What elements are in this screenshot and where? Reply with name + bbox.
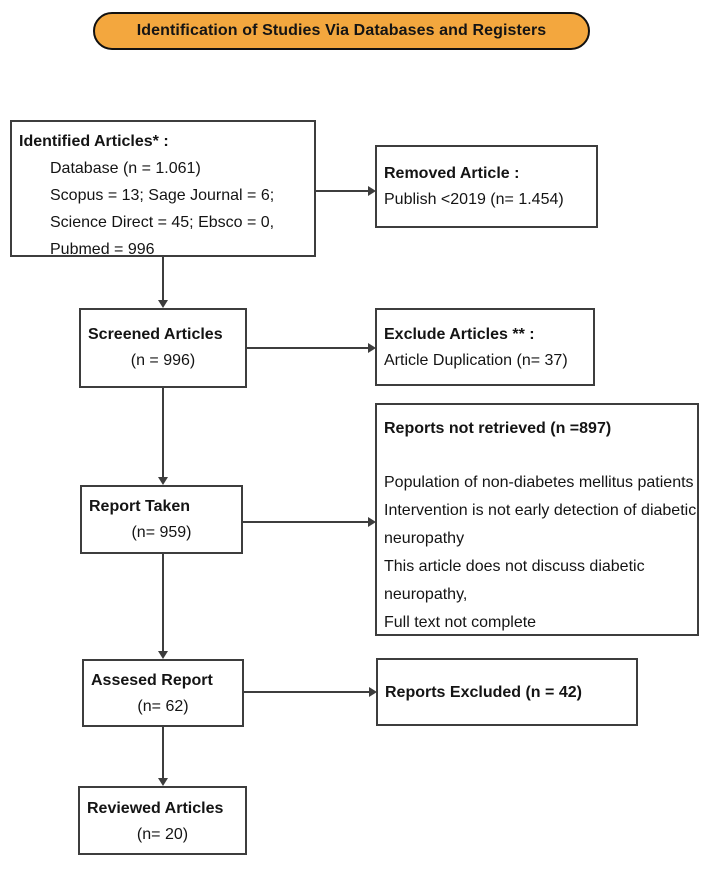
arrow-down-icon [158, 651, 168, 659]
arrow-down-icon [158, 778, 168, 786]
reports-excluded-heading: Reports Excluded (n = 42) [385, 684, 582, 701]
identified-heading: Identified Articles* : [19, 133, 169, 150]
diagram-title-banner: Identification of Studies Via Databases … [93, 12, 590, 50]
box-screened-articles: Screened Articles (n = 996) [79, 308, 247, 388]
box-reports-not-retrieved: Reports not retrieved (n =897) Populatio… [375, 403, 699, 636]
arrow-right-icon [368, 517, 376, 527]
box-reports-excluded: Reports Excluded (n = 42) [376, 658, 638, 726]
reviewed-heading: Reviewed Articles [87, 800, 224, 817]
identified-line-database: Database (n = 1.061) [50, 160, 201, 177]
box-exclude-articles: Exclude Articles ** : Article Duplicatio… [375, 308, 595, 386]
identified-line-scopus-sage: Scopus = 13; Sage Journal = 6; [50, 187, 275, 204]
arrow-report-taken-to-assesed-line [162, 554, 164, 652]
arrow-identified-to-screened-line [162, 257, 164, 301]
exclude-line: Article Duplication (n= 37) [384, 352, 568, 369]
not-retrieved-reason-fulltext: Full text not complete [384, 614, 537, 631]
arrow-down-icon [158, 300, 168, 308]
arrow-assesed-to-reviewed-line [162, 727, 164, 779]
arrow-right-icon [368, 343, 376, 353]
not-retrieved-heading: Reports not retrieved (n =897) [384, 420, 612, 437]
not-retrieved-reason-intervention: Intervention is not early detection of d… [384, 502, 697, 547]
report-taken-count: (n= 959) [131, 524, 192, 541]
not-retrieved-spacer [377, 443, 697, 469]
screened-heading: Screened Articles [88, 326, 223, 343]
reviewed-count: (n= 20) [136, 826, 189, 843]
assesed-heading: Assesed Report [91, 672, 213, 689]
identified-line-sciencedirect-ebsco: Science Direct = 45; Ebsco = 0, [50, 214, 275, 231]
arrow-assesed-to-reports-excluded-line [244, 691, 369, 693]
box-report-taken: Report Taken (n= 959) [80, 485, 243, 554]
arrow-right-icon [369, 687, 377, 697]
arrow-down-icon [158, 477, 168, 485]
exclude-heading: Exclude Articles ** : [384, 326, 535, 343]
not-retrieved-reason-population: Population of non-diabetes mellitus pati… [384, 474, 694, 491]
box-reviewed-articles: Reviewed Articles (n= 20) [78, 786, 247, 855]
box-identified-articles: Identified Articles* : Database (n = 1.0… [10, 120, 316, 258]
arrow-right-icon [368, 186, 376, 196]
assesed-count: (n= 62) [137, 698, 189, 715]
arrow-screened-to-exclude-line [247, 347, 368, 349]
diagram-title-text: Identification of Studies Via Databases … [136, 22, 547, 39]
not-retrieved-reason-topic: This article does not discuss diabetic n… [384, 558, 645, 603]
box-removed-article: Removed Article : Publish <2019 (n= 1.45… [375, 145, 598, 228]
arrow-screened-to-report-taken-line [162, 388, 164, 478]
removed-heading: Removed Article : [384, 165, 520, 182]
arrow-identified-to-removed-line [316, 190, 368, 192]
screened-count: (n = 996) [130, 352, 196, 369]
identified-line-pubmed: Pubmed = 996 [50, 241, 155, 258]
report-taken-heading: Report Taken [89, 498, 191, 515]
box-assesed-report: Assesed Report (n= 62) [82, 659, 244, 727]
arrow-report-taken-to-not-retrieved-line [243, 521, 368, 523]
removed-line: Publish <2019 (n= 1.454) [384, 191, 564, 208]
